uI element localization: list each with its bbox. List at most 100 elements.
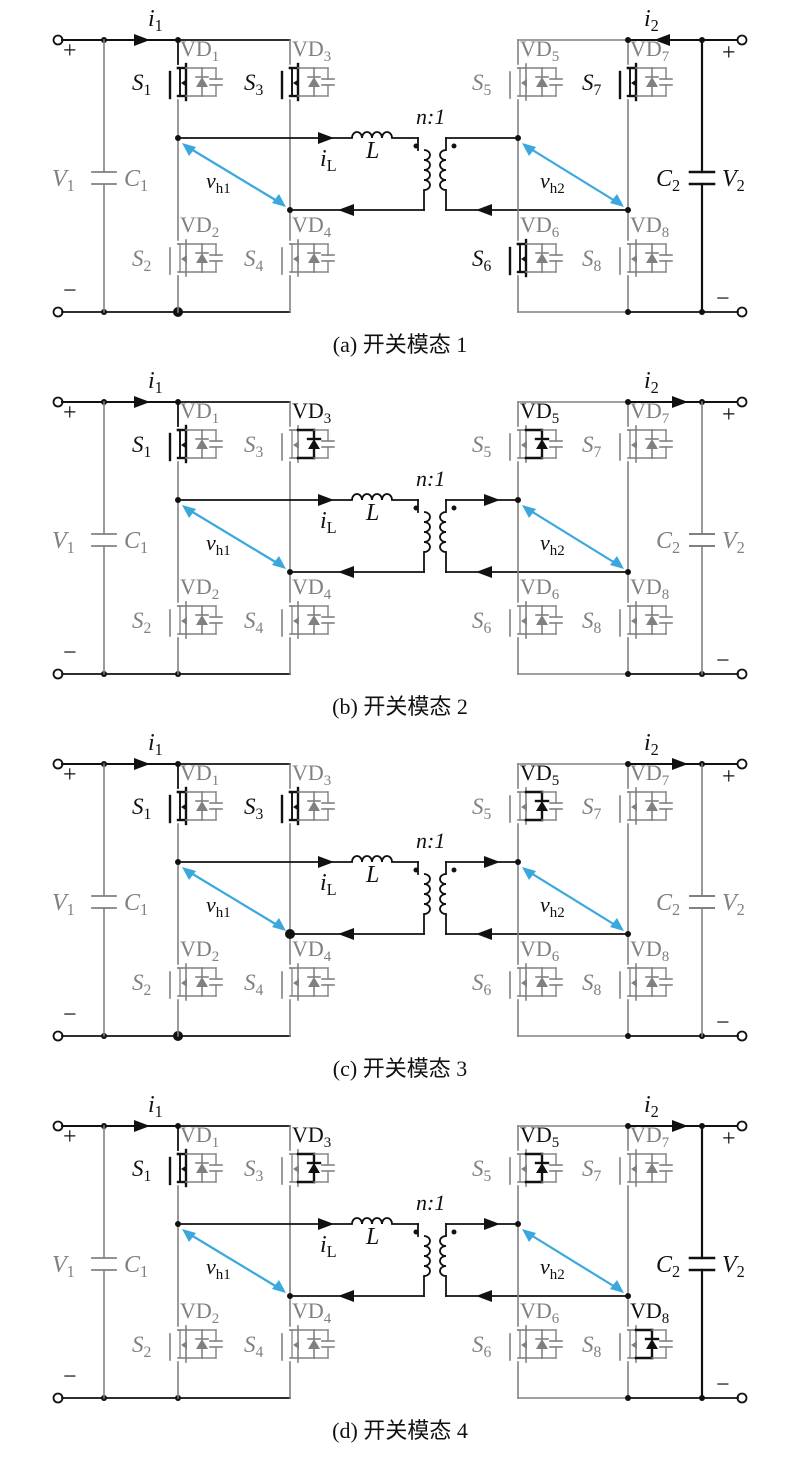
- transformer-primary: [423, 149, 431, 161]
- label-main: VD: [292, 398, 324, 423]
- diode-icon: [536, 253, 548, 263]
- C2-label: C2: [656, 890, 680, 919]
- label-subscript: 2: [144, 1344, 152, 1361]
- label-main: S: [132, 432, 144, 457]
- arrowhead-icon: [182, 867, 196, 880]
- label-subscript: 2: [672, 176, 680, 195]
- label-subscript: 7: [594, 806, 602, 823]
- label-main: VD: [520, 574, 552, 599]
- vh2-label: vh2: [540, 168, 565, 197]
- switch-s2: S2 VD2: [132, 1298, 223, 1363]
- label-main: VD: [630, 398, 662, 423]
- label-main: S: [132, 246, 144, 271]
- diode-icon: [646, 253, 658, 263]
- arrow-left-icon: [338, 928, 354, 940]
- minus-sign: −: [63, 640, 77, 666]
- panel-caption: (c) 开关模态 3: [333, 1056, 467, 1081]
- vh2-arrow: [525, 1231, 621, 1291]
- diode-icon: [646, 801, 658, 811]
- C1-label: C1: [124, 1252, 148, 1281]
- minus-sign: −: [716, 648, 730, 674]
- transformer-secondary: [439, 883, 447, 895]
- label-subscript: 1: [144, 806, 152, 823]
- label-main: VD: [520, 1122, 552, 1147]
- arrow-left-icon: [476, 204, 492, 216]
- label-main: VD: [630, 212, 662, 237]
- vh2-label: vh2: [540, 892, 565, 921]
- label-main: S: [582, 1156, 594, 1181]
- label-subscript: 2: [144, 982, 152, 999]
- iL-label: iL: [320, 1232, 337, 1261]
- diode-icon: [308, 1163, 320, 1173]
- iL-label: iL: [320, 870, 337, 899]
- diode-icon: [308, 1339, 320, 1349]
- switch-label: S4: [244, 608, 264, 637]
- transformer-primary: [423, 511, 431, 523]
- label-subscript: 6: [484, 258, 492, 275]
- inductor-coil: [381, 855, 393, 863]
- transformer-primary: [423, 1265, 431, 1277]
- arrowhead-icon: [272, 556, 286, 569]
- transformer-secondary: [439, 541, 447, 553]
- label-subscript: 3: [324, 49, 331, 65]
- label-subscript: 3: [256, 444, 264, 461]
- label-subscript: 2: [651, 1102, 659, 1121]
- V2-label: V2: [722, 1252, 745, 1281]
- V2-label: V2: [722, 166, 745, 195]
- label-subscript: h1: [216, 181, 231, 197]
- arrow-right-icon: [134, 758, 150, 770]
- L-label: L: [365, 500, 379, 526]
- label-main: i: [644, 368, 651, 394]
- label-main: VD: [292, 760, 324, 785]
- diode-icon: [536, 1339, 548, 1349]
- label-main: VD: [180, 212, 212, 237]
- diode-icon: [536, 615, 548, 625]
- junction-dot: [625, 1395, 631, 1401]
- diode-icon: [646, 77, 658, 87]
- label-subscript: 1: [212, 773, 219, 789]
- plus-sign: +: [63, 762, 77, 788]
- label-main: VD: [630, 1122, 662, 1147]
- label-main: VD: [520, 760, 552, 785]
- vh2-label: vh2: [540, 530, 565, 559]
- diode-label: VD2: [180, 574, 219, 603]
- body-arrow-icon: [181, 79, 187, 87]
- label-main: v: [540, 168, 550, 193]
- label-main: VD: [630, 574, 662, 599]
- label-subscript: 7: [662, 49, 670, 65]
- label-main: VD: [180, 574, 212, 599]
- switch-label: S7: [582, 432, 602, 461]
- transformer-secondary: [439, 511, 447, 523]
- diode-icon: [646, 1163, 658, 1173]
- transformer-secondary: [439, 159, 447, 171]
- body-arrow-icon: [181, 803, 187, 811]
- label-main: S: [132, 970, 144, 995]
- label-main: v: [540, 530, 550, 555]
- transformer-primary: [423, 541, 431, 553]
- label-subscript: L: [327, 156, 337, 175]
- label-subscript: 2: [144, 258, 152, 275]
- diode-icon: [308, 977, 320, 987]
- inductor-coil: [351, 855, 363, 863]
- label-subscript: 8: [662, 949, 669, 965]
- minus-sign: −: [716, 1010, 730, 1036]
- switch-label: S7: [582, 70, 602, 99]
- arrow-right-icon: [134, 396, 150, 408]
- label-main: i: [320, 508, 327, 534]
- label-subscript: 4: [256, 982, 264, 999]
- body-arrow-icon: [181, 979, 187, 987]
- diode-label: VD2: [180, 1298, 219, 1327]
- label-main: S: [244, 246, 256, 271]
- arrow-right-icon: [672, 1120, 688, 1132]
- plus-sign: +: [63, 1124, 77, 1150]
- switch-label: S2: [132, 1332, 151, 1361]
- transformer-primary: [423, 159, 431, 171]
- arrow-left-icon: [338, 204, 354, 216]
- C2-label: C2: [656, 528, 680, 557]
